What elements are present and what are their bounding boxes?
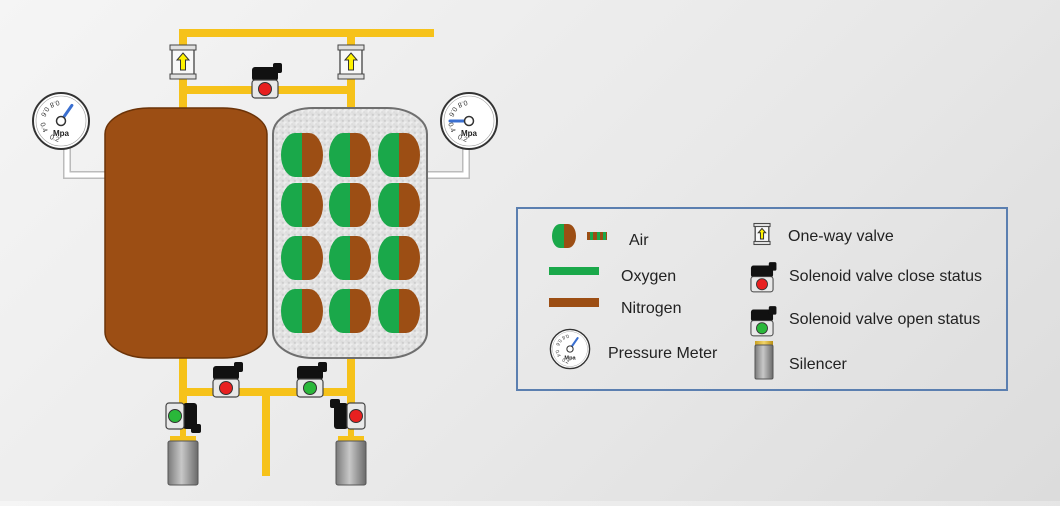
solenoid-valve-bottom-right-open	[296, 362, 327, 398]
air-molecule	[281, 289, 323, 333]
air-mini-swatch	[587, 232, 607, 240]
gauge-tick-label: 0.6	[447, 106, 458, 118]
air-molecule	[378, 183, 420, 227]
right-gauge-connector	[424, 148, 470, 179]
gauge-tick-label: 0.8	[457, 98, 469, 108]
up-arrow-icon	[175, 52, 191, 71]
gauge-tick-label: 0.2	[49, 134, 61, 144]
status-indicator	[756, 278, 768, 291]
legend-one-way-valve-icon	[753, 222, 771, 246]
gauge-tick-label: 0.8	[49, 98, 61, 108]
air-molecule	[281, 236, 323, 280]
gauge-tick-label: 0.4	[38, 122, 48, 134]
gauge-tick-label: 0.2	[457, 134, 469, 144]
gauge-tick-label: 0.6	[39, 106, 50, 118]
molecule-grid	[281, 133, 420, 333]
gauge-tick-label: 0.4	[553, 349, 561, 358]
solenoid-coil	[750, 265, 774, 278]
solenoid-coil	[334, 403, 348, 429]
status-indicator	[349, 409, 363, 423]
solenoid-valve-bottom-left-closed	[212, 362, 243, 398]
solenoid-valve-top-closed	[251, 63, 282, 99]
air-molecule	[329, 183, 371, 227]
solenoid-coil	[252, 67, 278, 81]
up-arrow-icon	[343, 52, 359, 71]
air-molecule	[329, 236, 371, 280]
status-indicator	[168, 409, 182, 423]
air-molecule	[329, 289, 371, 333]
silencer-left	[167, 436, 199, 486]
gauge-tick-label: 0.6	[554, 338, 563, 347]
legend-solenoid-close-icon	[750, 262, 777, 293]
gauge-tick-label: 0.4	[446, 122, 456, 134]
gauge-tick-label: 0.2	[561, 358, 570, 366]
legend-pressure-meter-label: Pressure Meter	[608, 345, 718, 362]
solenoid-valve-silencer-right-closed	[330, 399, 366, 430]
legend-one-way-valve-label: One-way valve	[788, 228, 894, 245]
nitrogen-swatch	[549, 298, 599, 307]
legend-solenoid-close-label: Solenoid valve close status	[789, 268, 982, 285]
status-indicator	[258, 82, 272, 96]
air-molecule	[378, 236, 420, 280]
silencer-right	[335, 436, 367, 486]
up-arrow-icon	[757, 227, 767, 240]
status-indicator	[756, 322, 768, 335]
air-molecule	[378, 133, 420, 177]
solenoid-coil	[750, 309, 774, 322]
status-indicator	[303, 381, 317, 395]
gauge-unit-label: Mpa	[53, 129, 70, 138]
gauge-tick-label: 0.8	[561, 332, 570, 340]
legend-air-label: Air	[629, 232, 649, 249]
legend-frame	[516, 207, 1008, 391]
air-molecule	[329, 133, 371, 177]
left-gauge-connector	[63, 148, 108, 179]
air-swatch	[552, 224, 576, 248]
gauge-unit-label: Mpa	[564, 356, 576, 362]
air-molecule	[281, 133, 323, 177]
solenoid-valve-silencer-left-open	[165, 402, 201, 433]
legend-solenoid-open-label: Solenoid valve open status	[789, 311, 980, 328]
legend-nitrogen-label: Nitrogen	[621, 300, 681, 317]
solenoid-coil	[297, 366, 323, 380]
air-molecule	[281, 183, 323, 227]
legend-oxygen-label: Oxygen	[621, 268, 676, 285]
left-adsorption-tower	[104, 107, 268, 359]
legend-silencer-label: Silencer	[789, 356, 847, 373]
one-way-valve-right	[337, 44, 365, 80]
solenoid-coil	[213, 366, 239, 380]
oxygen-swatch	[549, 267, 599, 275]
status-indicator	[219, 381, 233, 395]
one-way-valve-left	[169, 44, 197, 80]
solenoid-coil	[183, 403, 197, 429]
legend-silencer-icon	[754, 341, 774, 380]
air-molecule	[378, 289, 420, 333]
legend-solenoid-open-icon	[750, 306, 777, 337]
gauge-unit-label: Mpa	[461, 129, 478, 138]
